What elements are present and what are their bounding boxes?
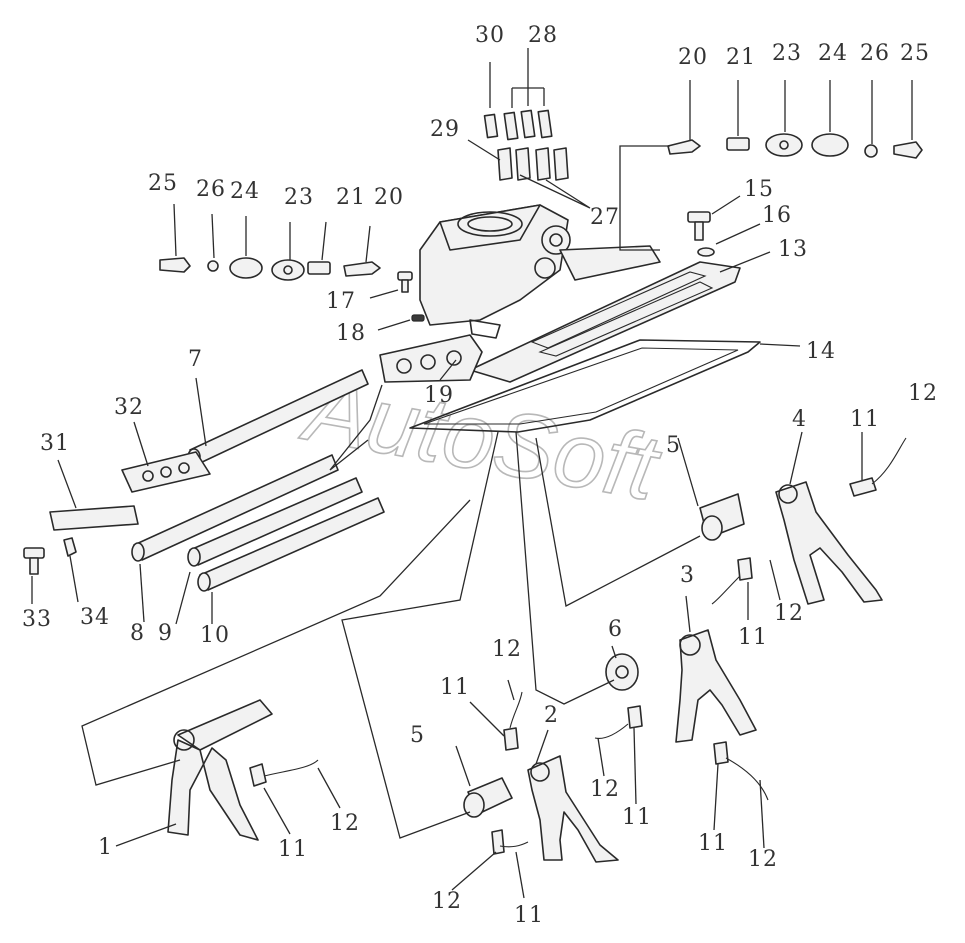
callout-1: 1 bbox=[98, 835, 113, 860]
callout-4: 4 bbox=[792, 407, 807, 432]
callout-5b: 5 bbox=[410, 723, 425, 748]
callout-28: 28 bbox=[528, 23, 558, 48]
callout-11g: 11 bbox=[514, 903, 544, 928]
callout-9: 9 bbox=[158, 621, 173, 646]
callout-2: 2 bbox=[544, 703, 559, 728]
callout-26a: 26 bbox=[860, 41, 890, 66]
callout-11d: 11 bbox=[622, 805, 652, 830]
callout-20a: 20 bbox=[678, 45, 708, 70]
callout-12e: 12 bbox=[748, 847, 778, 872]
shift-fork-4 bbox=[699, 437, 907, 605]
callout-5a: 5 bbox=[666, 433, 681, 458]
callout-30: 30 bbox=[475, 23, 505, 48]
callout-6: 6 bbox=[608, 617, 623, 642]
detent-parts-27-30 bbox=[483, 109, 569, 181]
callout-23a: 23 bbox=[772, 41, 802, 66]
callout-29: 29 bbox=[430, 117, 460, 142]
shift-fork-2 bbox=[463, 691, 619, 863]
callout-19: 19 bbox=[424, 383, 454, 408]
selector-housing bbox=[379, 204, 661, 383]
callout-12d: 12 bbox=[590, 777, 620, 802]
callout-12f: 12 bbox=[330, 811, 360, 836]
callout-11c: 11 bbox=[440, 675, 470, 700]
callout-15: 15 bbox=[744, 177, 774, 202]
cover-plate-13 bbox=[469, 261, 741, 383]
callout-33: 33 bbox=[22, 607, 52, 632]
callout-34: 34 bbox=[80, 605, 110, 630]
callout-27: 27 bbox=[590, 205, 620, 230]
callout-21b: 21 bbox=[336, 185, 366, 210]
callout-17: 17 bbox=[326, 289, 356, 314]
callout-11f: 11 bbox=[278, 837, 308, 862]
callout-12a: 12 bbox=[908, 381, 938, 406]
left-hardware-20-26 bbox=[159, 257, 425, 322]
callout-7: 7 bbox=[188, 347, 203, 372]
callout-12b: 12 bbox=[774, 601, 804, 626]
callout-25b: 25 bbox=[148, 171, 178, 196]
callout-3: 3 bbox=[680, 563, 695, 588]
callout-24b: 24 bbox=[230, 179, 260, 204]
right-hardware-20-26 bbox=[667, 133, 923, 159]
callout-21a: 21 bbox=[726, 45, 756, 70]
leader-lines bbox=[31, 48, 913, 899]
callout-24a: 24 bbox=[818, 41, 848, 66]
callout-18: 18 bbox=[336, 321, 366, 346]
callout-11a: 11 bbox=[850, 407, 880, 432]
callout-32: 32 bbox=[114, 395, 144, 420]
gasket-14 bbox=[409, 339, 761, 433]
callout-10: 10 bbox=[200, 623, 230, 648]
callout-31: 31 bbox=[40, 431, 70, 456]
plates-31-32-33-34 bbox=[23, 451, 211, 575]
shift-fork-3 bbox=[594, 629, 769, 801]
callout-25a: 25 bbox=[900, 41, 930, 66]
callout-12g: 12 bbox=[432, 889, 462, 914]
callout-11e: 11 bbox=[698, 831, 728, 856]
callout-16: 16 bbox=[762, 203, 792, 228]
callout-12c: 12 bbox=[492, 637, 522, 662]
callout-14: 14 bbox=[806, 339, 836, 364]
callout-13: 13 bbox=[778, 237, 808, 262]
callout-20b: 20 bbox=[374, 185, 404, 210]
callout-11b: 11 bbox=[738, 625, 768, 650]
callout-26b: 26 bbox=[196, 177, 226, 202]
shift-fork-1 bbox=[167, 699, 319, 841]
callout-labels: 30 28 29 27 20 21 23 24 26 25 15 16 13 1… bbox=[22, 23, 938, 928]
bolt-15-washer-16 bbox=[687, 211, 715, 257]
callout-8: 8 bbox=[130, 621, 145, 646]
callout-23b: 23 bbox=[284, 185, 314, 210]
